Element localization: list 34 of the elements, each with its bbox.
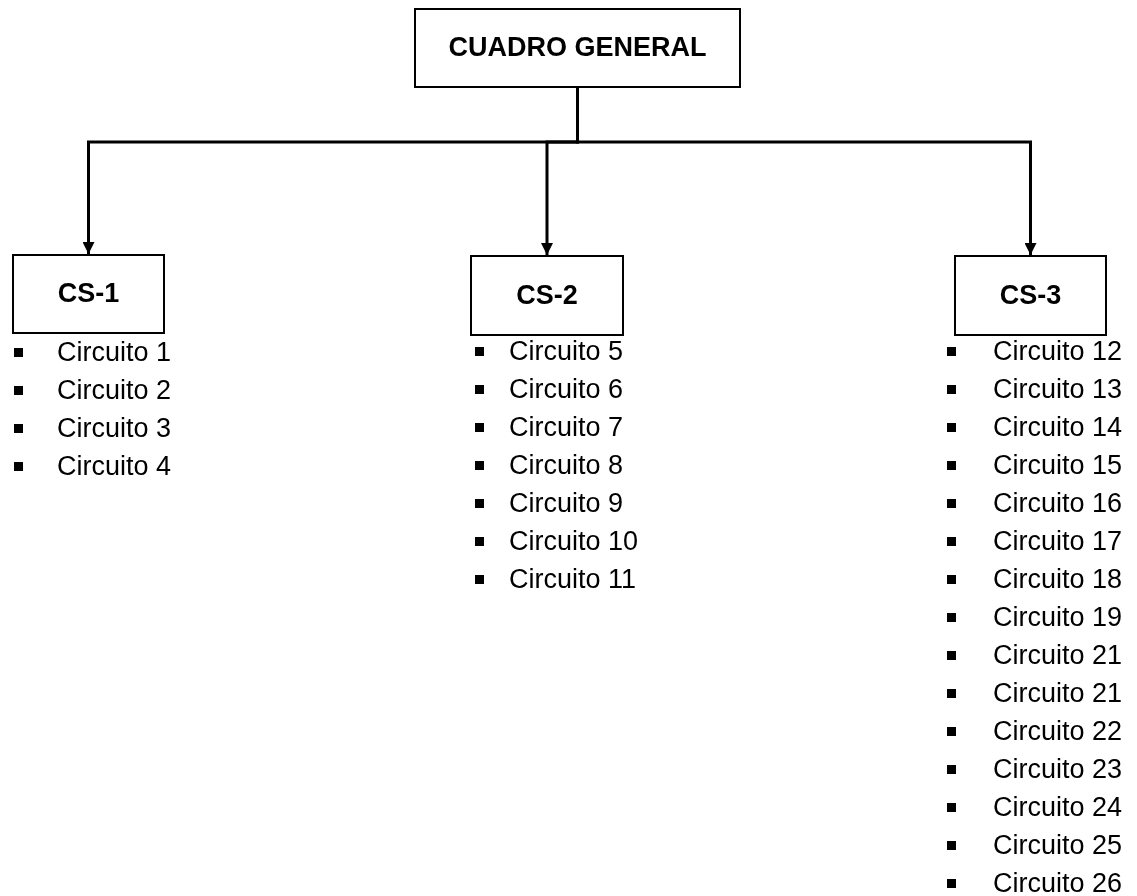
list-item: Circuito 1 (57, 340, 172, 364)
list-item: Circuito 15 (993, 453, 1123, 477)
list-item: Circuito 11 (509, 567, 637, 591)
box (414, 8, 741, 88)
list-item: Circuito 22 (993, 719, 1123, 743)
list-item: Circuito 7 (509, 415, 624, 439)
list-item: Circuito 24 (993, 795, 1123, 819)
list-item: Circuito 18 (993, 567, 1123, 591)
box (954, 255, 1107, 336)
list-item: Circuito 17 (993, 529, 1123, 553)
box (470, 255, 624, 336)
list-item: Circuito 8 (509, 453, 624, 477)
box-label: CS-2 (516, 278, 578, 312)
box-label: CS-3 (999, 278, 1062, 312)
list-item: Circuito 3 (57, 416, 172, 440)
list-item: Circuito 26 (993, 871, 1123, 895)
list-item: Circuito 12 (993, 339, 1123, 363)
list-item: Circuito 2 (57, 378, 172, 402)
list-item: Circuito 21 (993, 643, 1123, 667)
list-item: Circuito 14 (993, 415, 1123, 439)
list-item: Circuito 23 (993, 757, 1123, 781)
box (12, 254, 165, 334)
list-item: Circuito 21 (993, 681, 1123, 705)
box-label: CUADRO GENERAL (448, 31, 707, 65)
list-item: Circuito 4 (57, 454, 172, 478)
list-item: Circuito 9 (509, 491, 624, 515)
list-item: Circuito 16 (993, 491, 1123, 515)
list-item: Circuito 13 (993, 377, 1123, 401)
list-item: Circuito 5 (509, 339, 624, 363)
list-item: Circuito 6 (509, 377, 624, 401)
list-item: Circuito 19 (993, 605, 1123, 629)
list-item: Circuito 25 (993, 833, 1123, 857)
box-label: CS-1 (57, 277, 120, 311)
list-item: Circuito 10 (509, 529, 639, 553)
